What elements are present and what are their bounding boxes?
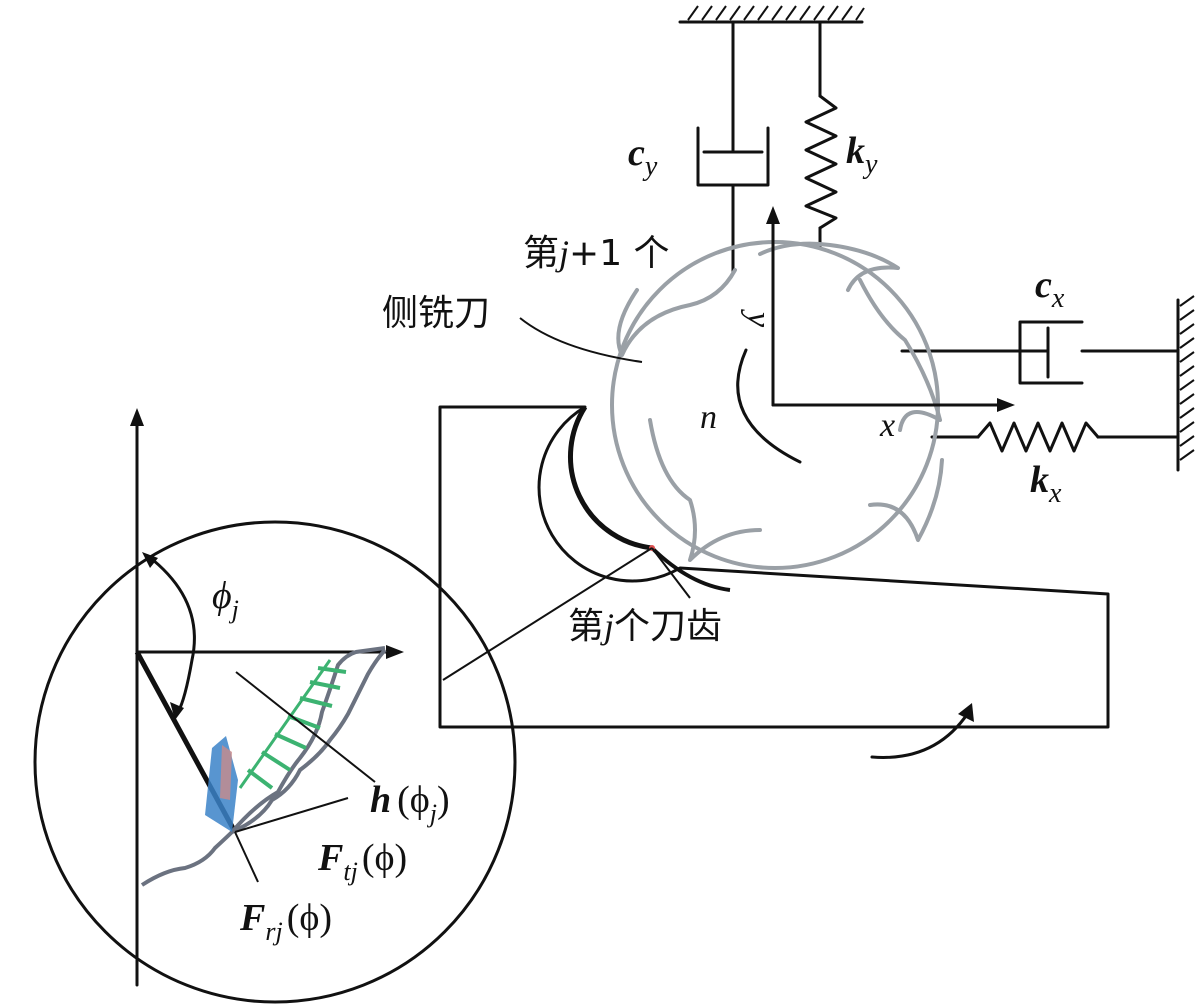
spring-x bbox=[930, 421, 1180, 453]
cut-surface-lower bbox=[650, 546, 731, 592]
cutter-label: 侧铣刀 bbox=[382, 293, 490, 334]
leader-tooth-j bbox=[442, 547, 653, 681]
rotation-arc bbox=[736, 348, 802, 464]
force-t-label: Ftj(ϕ) bbox=[317, 837, 407, 886]
top-ground bbox=[678, 5, 865, 24]
axis-y-label: y bbox=[740, 309, 777, 328]
cut-surface bbox=[568, 405, 653, 551]
spin-label: n bbox=[700, 399, 717, 436]
force-r-leader bbox=[234, 831, 259, 883]
insert-face bbox=[220, 745, 232, 800]
chip-leader bbox=[235, 671, 376, 783]
spring-y-label: ky bbox=[846, 130, 878, 180]
spring-y bbox=[804, 20, 838, 250]
force-r-label: Frj(ϕ) bbox=[239, 897, 332, 946]
damper-x-label: cx bbox=[1035, 264, 1065, 314]
axis-x-label: x bbox=[879, 407, 895, 444]
angle-label: ϕj bbox=[212, 575, 239, 624]
right-ground bbox=[1176, 295, 1195, 472]
surface-outer bbox=[140, 646, 386, 887]
zoom-circle bbox=[33, 520, 517, 1004]
damper-y-label: cy bbox=[628, 132, 658, 182]
chip-thickness-label: h(ϕj) bbox=[370, 779, 450, 828]
workpiece bbox=[438, 405, 1110, 729]
damper-x bbox=[900, 320, 1180, 385]
leader-tooth-j-label bbox=[651, 547, 691, 599]
zoom-axes bbox=[130, 408, 404, 987]
angle-arc bbox=[142, 552, 196, 720]
damper-y bbox=[696, 20, 770, 274]
feed-direction-arrow bbox=[870, 703, 974, 759]
tooth-j-label: 第j个刀齿 bbox=[568, 606, 722, 647]
tooth-j1-label: 第j+1 个 bbox=[523, 233, 670, 274]
cutter-axes bbox=[766, 206, 1015, 412]
spring-x-label: kx bbox=[1030, 459, 1062, 509]
force-t-leader bbox=[234, 797, 349, 833]
surface-inner bbox=[231, 648, 387, 834]
leader-cutter-curve bbox=[519, 317, 643, 363]
